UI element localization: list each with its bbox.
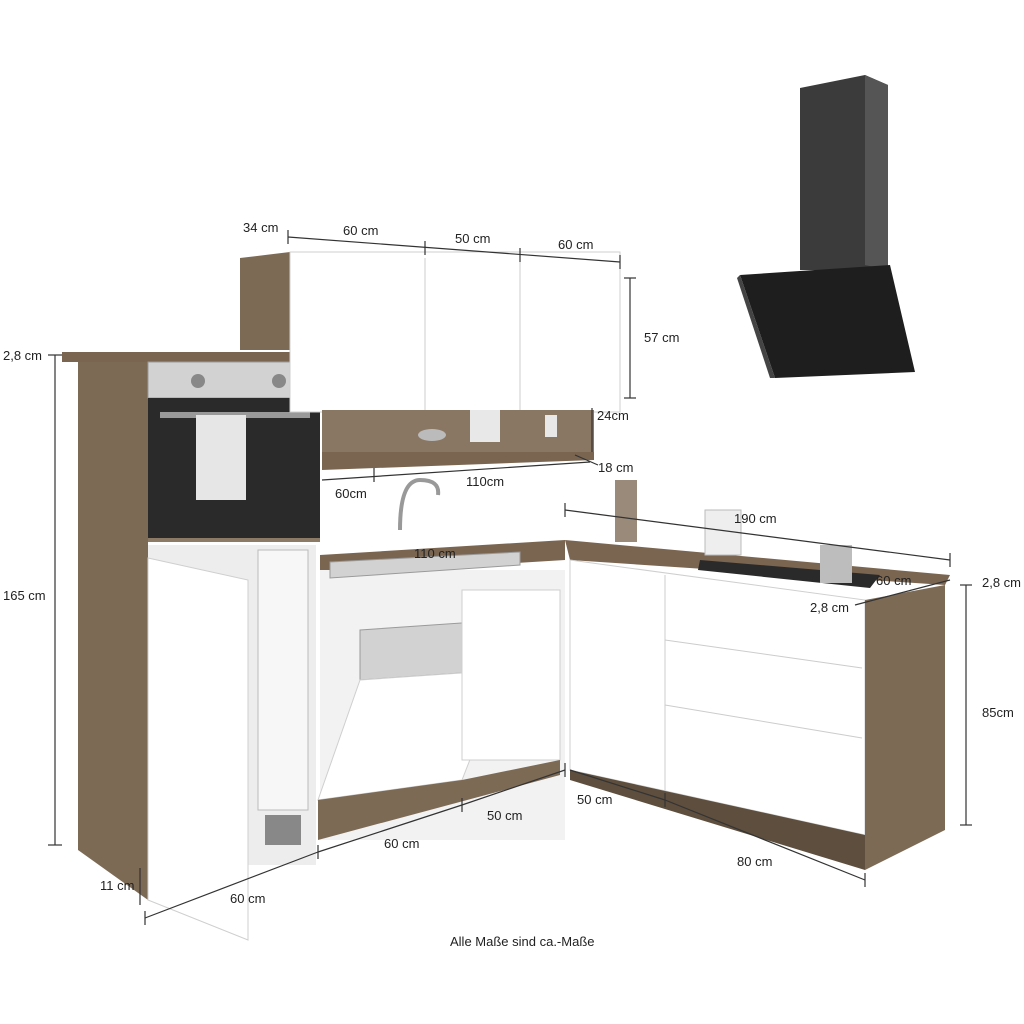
dim-label: 50 cm	[577, 792, 612, 807]
dimension-labels: 34 cm 60 cm 50 cm 60 cm 57 cm 24cm 18 cm…	[3, 220, 1021, 906]
base-cabinets-right	[565, 480, 950, 870]
dim-label: 190 cm	[734, 511, 777, 526]
dim-label: 80 cm	[737, 854, 772, 869]
faucet-icon	[398, 477, 441, 531]
extractor-hood	[737, 75, 915, 378]
approx-dimensions-note: Alle Maße sind ca.-Maße	[450, 934, 595, 949]
dim-label: 2,8 cm	[982, 575, 1021, 590]
dim-label: 60cm	[335, 486, 367, 501]
dim-label: 110 cm	[414, 546, 456, 561]
dim-label: 24cm	[597, 408, 629, 423]
dim-label: 18 cm	[598, 460, 633, 475]
dimension-lines	[48, 230, 972, 925]
tall-cabinet	[62, 352, 326, 941]
tea-towel	[196, 415, 246, 500]
wall-cabinets	[240, 251, 621, 470]
dim-label: 60 cm	[876, 573, 911, 588]
dim-label: 50 cm	[455, 231, 490, 246]
dim-label: 60 cm	[558, 237, 593, 252]
dim-label: 50 cm	[487, 808, 522, 823]
fridge-door	[147, 557, 249, 941]
dim-label: 60 cm	[343, 223, 378, 238]
dim-label: 165 cm	[3, 588, 46, 603]
dim-label: 57 cm	[644, 330, 679, 345]
dim-label: 34 cm	[243, 220, 278, 235]
dim-label: 60 cm	[230, 891, 265, 906]
dim-label: 11 cm	[100, 878, 134, 893]
dim-label: 110cm	[466, 474, 504, 489]
oven-knob-icon	[191, 374, 205, 388]
oven-knob-icon	[272, 374, 286, 388]
dim-label: 60 cm	[384, 836, 419, 851]
sink	[329, 551, 521, 579]
dim-label: 85cm	[982, 705, 1014, 720]
pot-icon	[820, 545, 852, 583]
base-cabinets-left	[317, 477, 565, 840]
dim-label: 2,8 cm	[3, 348, 42, 363]
dim-label: 2,8 cm	[810, 600, 849, 615]
